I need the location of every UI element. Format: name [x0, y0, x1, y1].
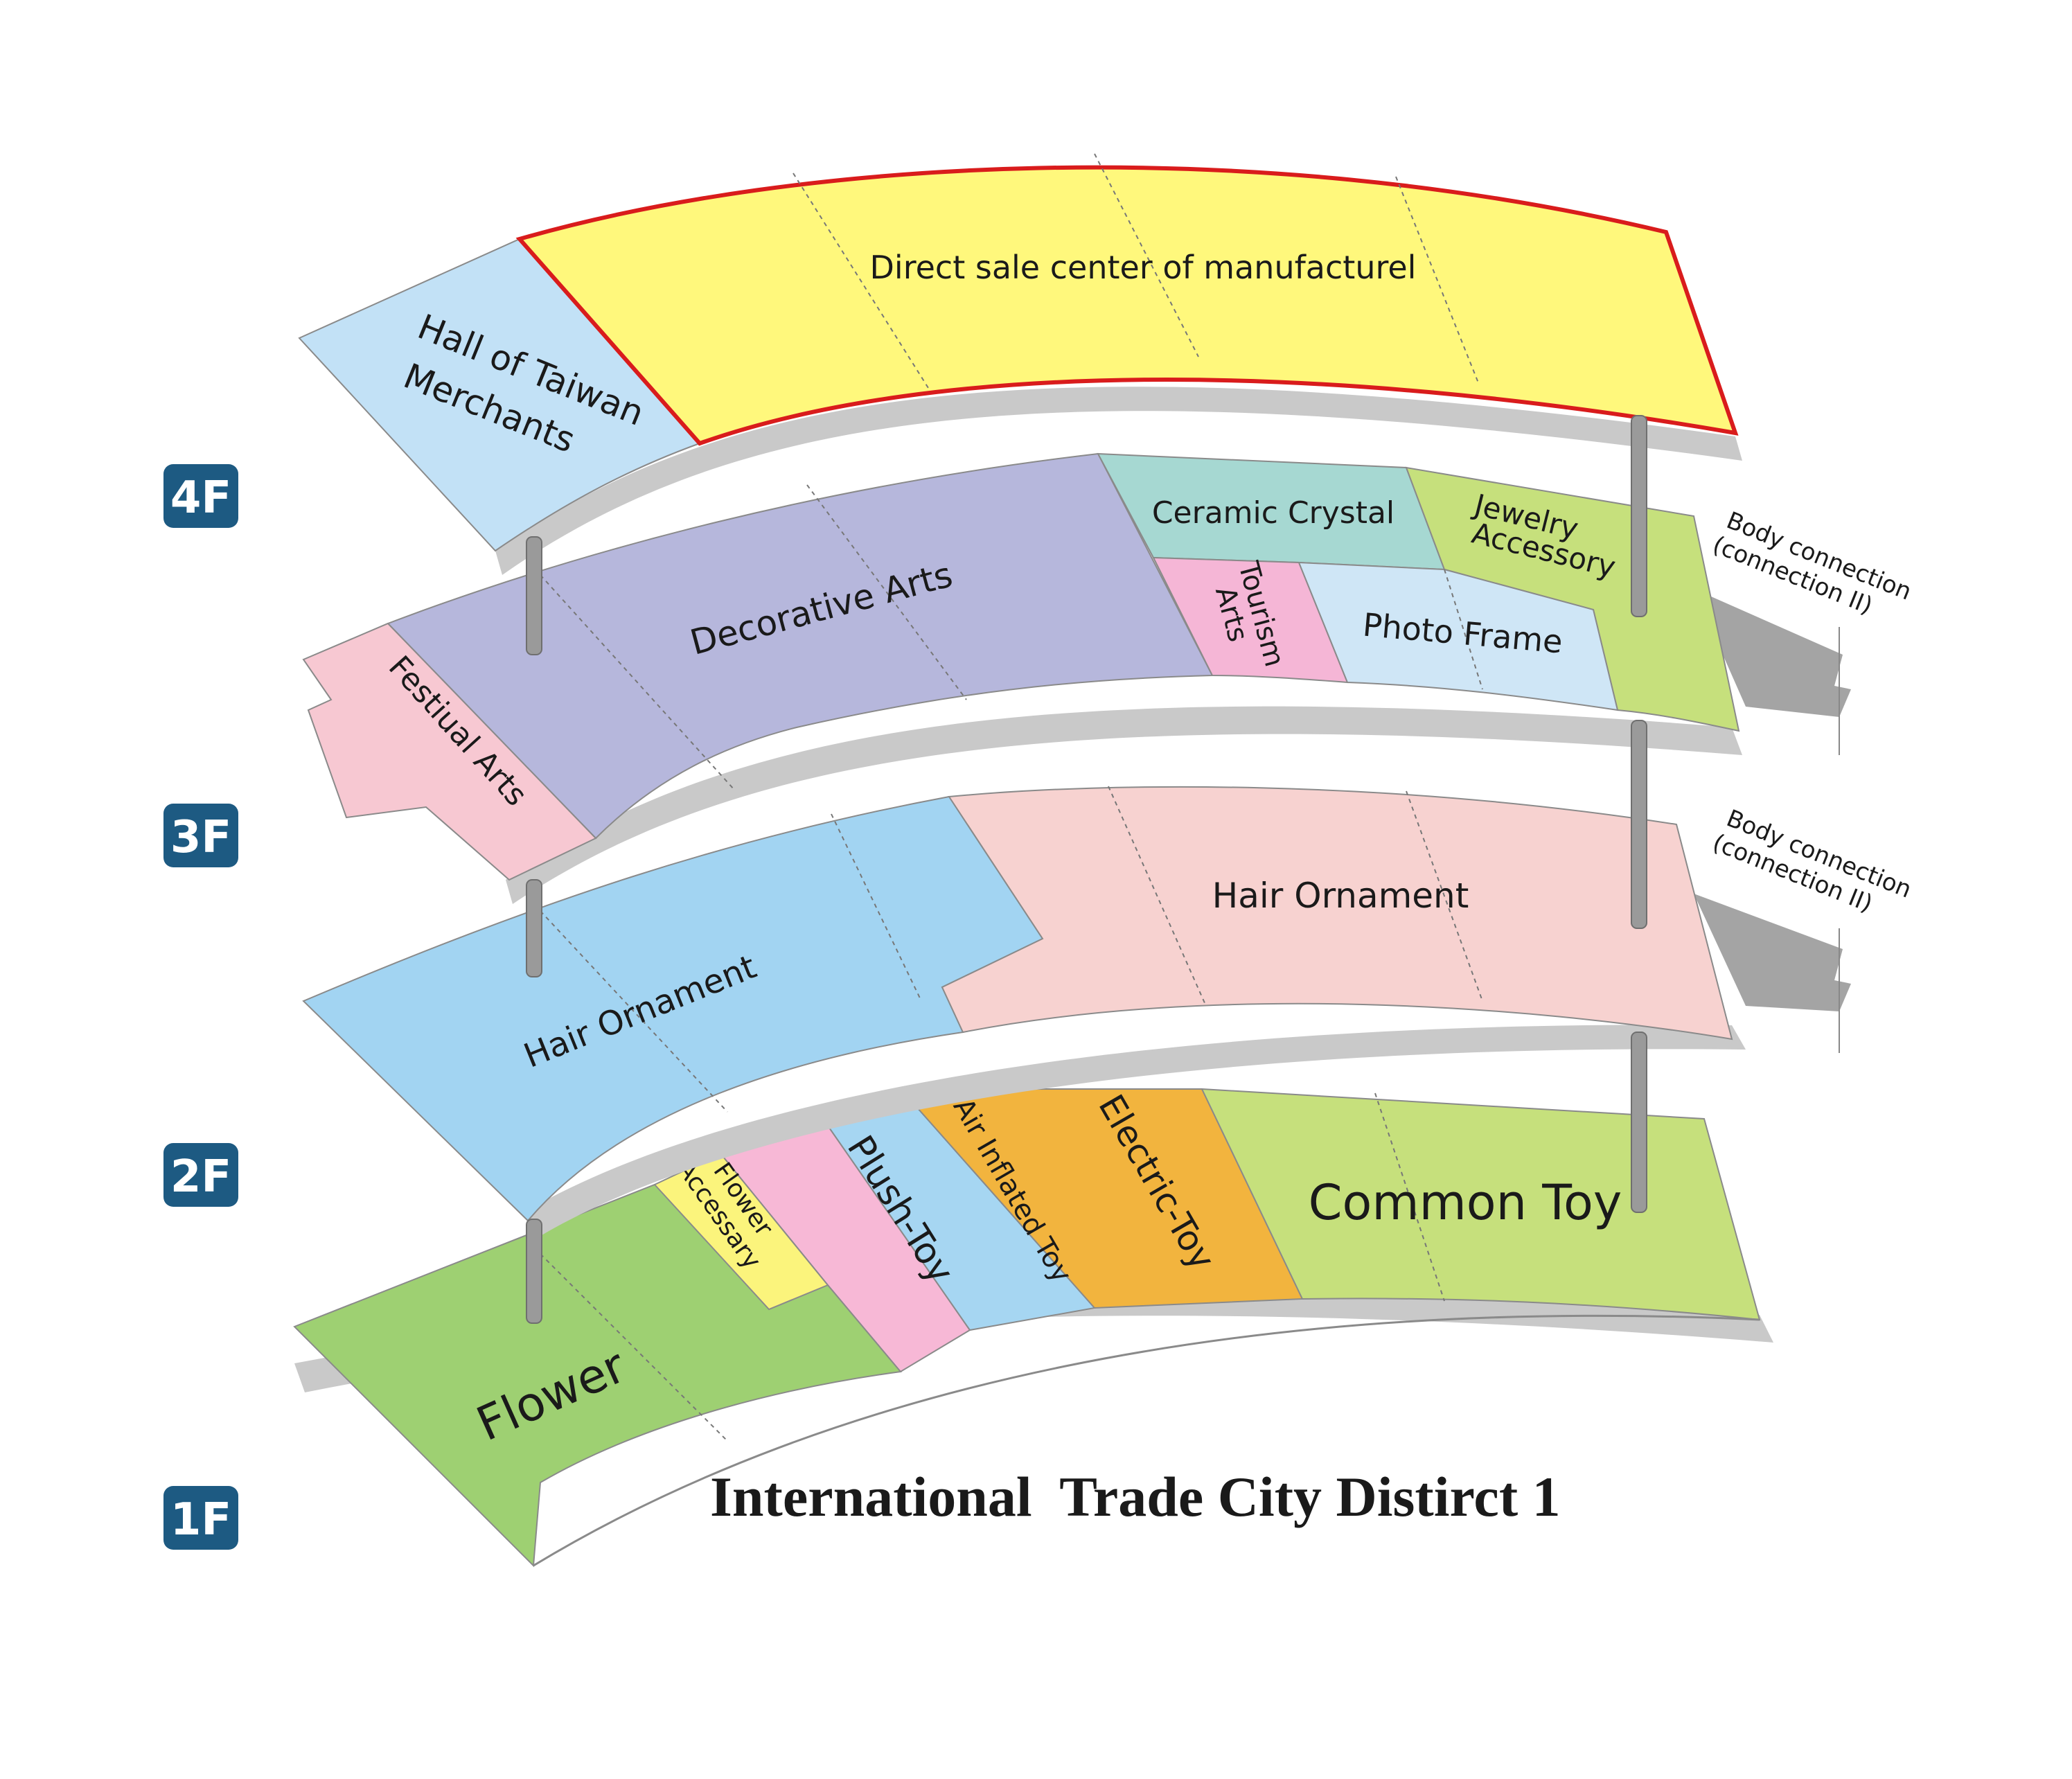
common-toy-grid-line	[1374, 1092, 1445, 1302]
floor-1f: Flower Flower Accessary Plush-Toy Air In…	[293, 1088, 1773, 1568]
floor-2f-shadow	[526, 1025, 1746, 1240]
floor-4f-shadow	[495, 387, 1742, 575]
badge-2f-text: 2F	[170, 1151, 231, 1203]
badge-4f-text: 4F	[170, 472, 231, 524]
zone-hair-ornament-right[interactable]	[941, 786, 1733, 1041]
hair-right-grid-line-2	[1406, 790, 1483, 1002]
label-ceramic-crystal: Ceramic Crystal	[1152, 495, 1394, 531]
badge-3f: 3F	[163, 804, 238, 867]
floor-3f-bridge	[1694, 589, 1851, 717]
pillar-left-3f	[526, 879, 542, 977]
pillar-left-4f	[526, 536, 542, 655]
pillar-left-2f	[526, 1219, 542, 1324]
decorative-grid-line-1	[806, 484, 967, 700]
floor-3f-shadow	[506, 706, 1742, 904]
floor-2f-bridge	[1694, 894, 1851, 1011]
zone-common-toy[interactable]	[1201, 1088, 1761, 1321]
floor-4f: Direct sale center of manufacturel Hall …	[298, 153, 1742, 575]
floor-2f: Hair Ornament Hair Ornament Body connect…	[302, 786, 1915, 1240]
hair-right-grid-line-1	[1108, 786, 1206, 1005]
zone-direct-sale-center[interactable]	[515, 165, 1739, 446]
pillar-right-3f	[1631, 720, 1647, 929]
badge-4f: 4F	[163, 464, 238, 528]
direct-sale-grid-line-1	[793, 172, 929, 389]
label-direct-sale-center: Direct sale center of manufacturel	[870, 249, 1417, 286]
badge-3f-text: 3F	[170, 812, 231, 863]
zone-decorative-arts[interactable]	[387, 452, 1214, 840]
badge-2f: 2F	[163, 1143, 238, 1207]
map-title: International Trade City Distirct 1	[710, 1465, 1561, 1528]
zone-tourism-arts[interactable]	[1152, 556, 1349, 684]
flower-grid-line	[540, 1253, 728, 1442]
hair-left-grid-line-1	[831, 813, 922, 1002]
label-common-toy: Common Toy	[1309, 1174, 1622, 1231]
zone-photo-frame[interactable]	[1298, 561, 1619, 711]
zone-hall-of-taiwan-merchants[interactable]	[298, 238, 701, 552]
badge-1f: 1F	[163, 1486, 238, 1550]
pillars	[526, 415, 1647, 1324]
pillar-right-2f	[1631, 1032, 1647, 1213]
floor-1f-edge	[533, 1314, 1760, 1567]
decorative-grid-line-2	[540, 574, 735, 790]
label-hair-ornament-right: Hair Ornament	[1212, 876, 1469, 916]
direct-sale-grid-line-3	[1395, 176, 1480, 385]
zone-festiual-arts[interactable]	[302, 622, 597, 881]
pillar-right-4f	[1631, 415, 1647, 617]
badge-1f-text: 1F	[170, 1494, 231, 1546]
